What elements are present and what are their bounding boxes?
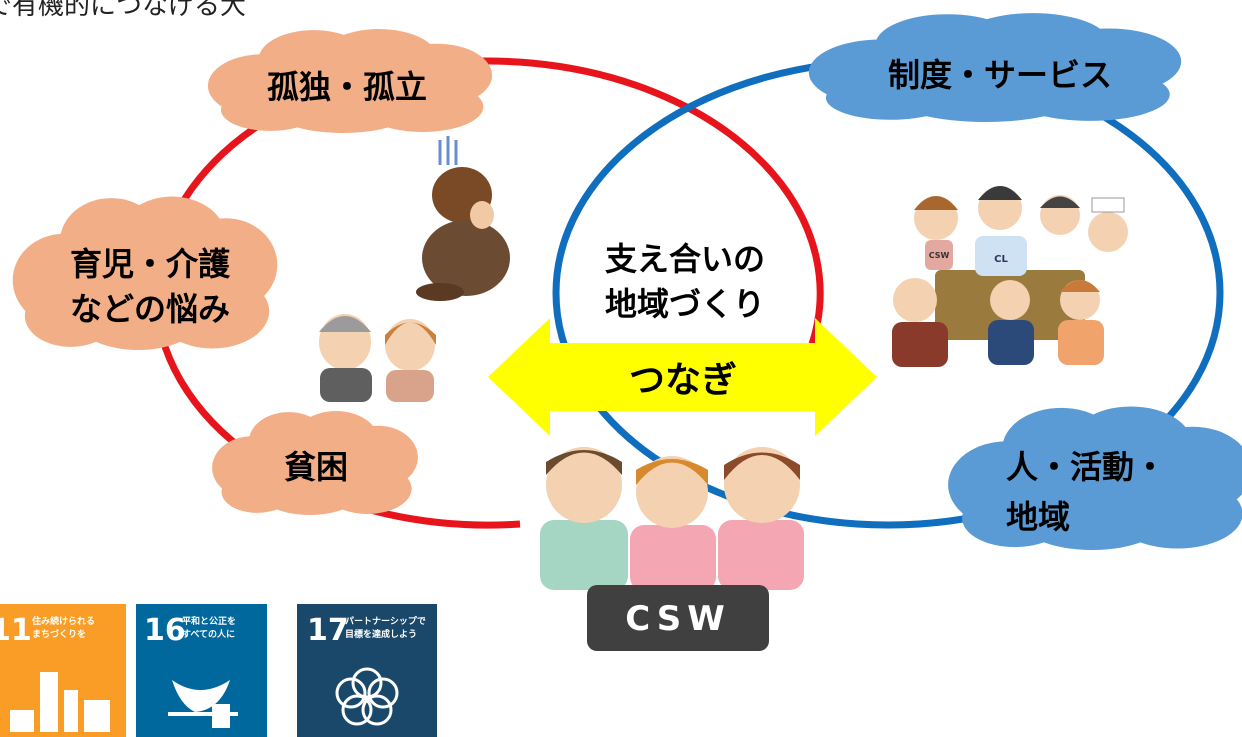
cloud-poverty-label: 貧困 xyxy=(284,448,348,486)
sdg-tile-16: 16 平和と公正を すべての人に xyxy=(136,604,267,737)
cloud-childcare-line1: 育児・介護 xyxy=(70,245,231,283)
sdg-tile-17: 17 パートナーシップで 目標を達成しよう xyxy=(297,604,437,737)
city-buildings-icon xyxy=(10,672,110,732)
csw-workers-illustration xyxy=(540,447,804,591)
lonely-person-illustration xyxy=(416,136,510,301)
csw-label-box xyxy=(587,585,769,651)
sdg-17-line2: 目標を達成しよう xyxy=(345,628,417,640)
connect-arrow xyxy=(488,318,877,436)
cloud-people-line1: 人・活動・ xyxy=(1006,448,1166,486)
sdg-tile-11: 11 住み続けられる まちづくりを xyxy=(0,604,126,737)
worried-couple-illustration xyxy=(319,314,436,402)
sdg-16-number: 16 xyxy=(144,613,186,648)
cloud-people-line2: 地域 xyxy=(1006,498,1070,536)
community-meeting-illustration: CL CSW xyxy=(892,186,1128,367)
dove-gavel-icon xyxy=(168,680,238,728)
sdg-16-line2: すべての人に xyxy=(182,628,235,640)
arrow-label: つなぎ xyxy=(629,360,737,401)
center-line2: 地域づくり xyxy=(605,285,765,323)
sdg-17-line1: パートナーシップで xyxy=(345,615,426,627)
cloud-loneliness-label: 孤独・孤立 xyxy=(267,68,427,106)
center-line1: 支え合いの xyxy=(605,240,765,278)
sdg-11-line2: まちづくりを xyxy=(32,628,86,640)
partnership-rings-icon xyxy=(335,667,399,726)
cloud-childcare-line2: などの悩み xyxy=(70,290,230,328)
sdg-11-line1: 住み続けられる xyxy=(32,615,95,627)
csw-label: CSW xyxy=(625,599,731,639)
meeting-badge-cl: CL xyxy=(994,254,1008,265)
header-fragment: で有機的につなげる大 xyxy=(0,0,246,21)
sdg-11-number: 11 xyxy=(0,613,32,648)
sdg-16-line1: 平和と公正を xyxy=(182,615,236,627)
cloud-services-label: 制度・サービス xyxy=(888,56,1112,94)
meeting-badge-csw: CSW xyxy=(929,251,950,260)
sdg-17-number: 17 xyxy=(307,613,349,648)
